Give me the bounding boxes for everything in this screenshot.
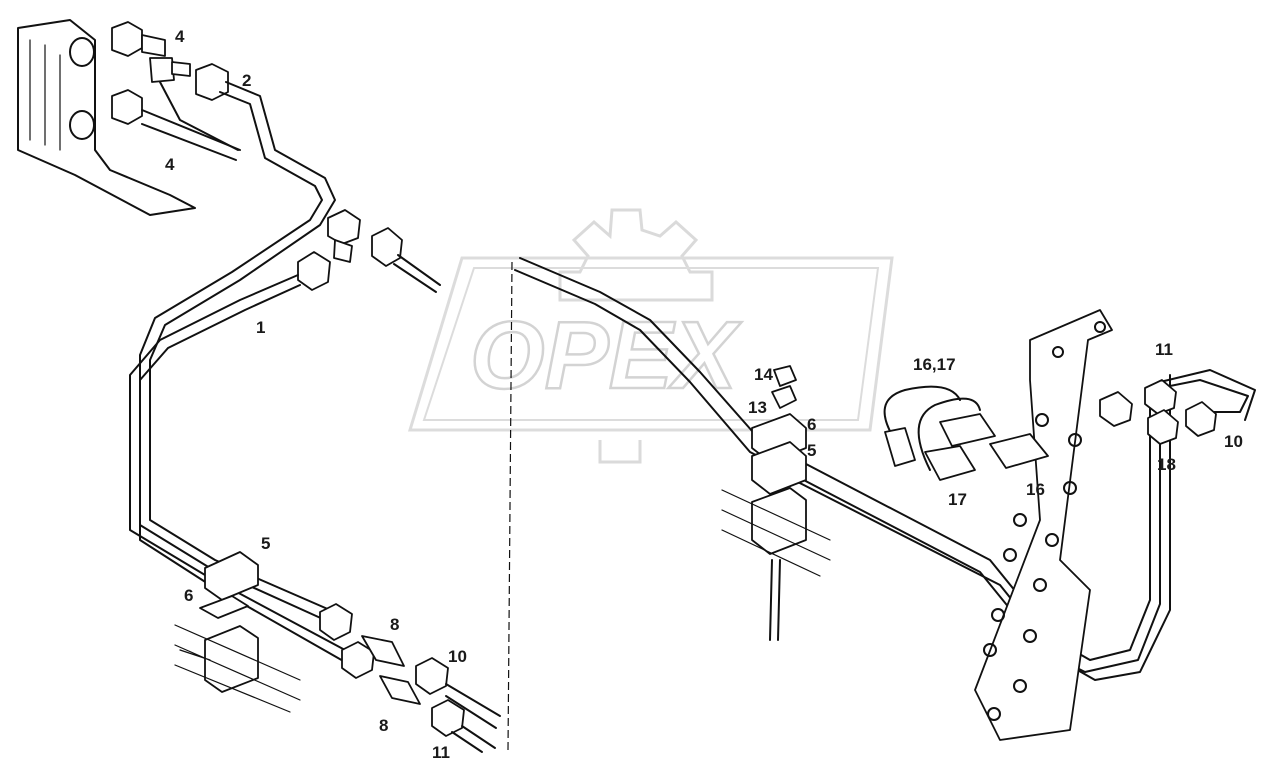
callout-8b: 8 [379, 716, 388, 735]
callout-18: 18 [1157, 455, 1176, 474]
quick-couplers [883, 379, 1217, 481]
hydraulic-pipe-bundle-right [514, 257, 1256, 681]
callout-11a: 11 [432, 743, 450, 762]
watermark-text: OPEX [470, 302, 742, 409]
pipe-clamp-right [721, 365, 831, 641]
callout-16-17: 16,17 [913, 355, 956, 374]
callout-4b: 4 [165, 155, 175, 174]
callout-8a: 8 [390, 615, 399, 634]
callout-6b: 6 [807, 415, 816, 434]
engine-housing [17, 19, 196, 216]
callout-14: 14 [754, 365, 773, 384]
callout-13: 13 [748, 398, 767, 417]
tee-fitting [327, 209, 441, 293]
engine-fittings [111, 21, 241, 161]
mounting-bracket [974, 309, 1113, 741]
watermark-frame-outer [407, 256, 894, 432]
hydraulic-pipe-2 [139, 81, 336, 621]
watermark-gear-icon [558, 208, 714, 302]
callout-10a: 10 [448, 647, 467, 666]
pipe-clamp-left [174, 551, 301, 713]
callout-16: 16 [1026, 480, 1045, 499]
reference-line [507, 261, 513, 751]
callout-17: 17 [948, 490, 967, 509]
callout-5b: 5 [807, 441, 816, 460]
lower-left-fittings [319, 603, 501, 753]
callout-1: 1 [256, 318, 265, 337]
callout-5a: 5 [261, 534, 270, 553]
callout-2: 2 [242, 71, 251, 90]
watermark-frame-inner [422, 267, 880, 421]
watermark-logo: OPEX [407, 208, 894, 464]
callout-11b: 11 [1155, 340, 1173, 359]
callout-10b: 10 [1224, 432, 1243, 451]
callout-6a: 6 [184, 586, 193, 605]
callout-labels: 4 2 4 1 5 6 8 10 8 11 14 13 6 5 16,17 17… [165, 27, 1243, 762]
callout-4a: 4 [175, 27, 185, 46]
